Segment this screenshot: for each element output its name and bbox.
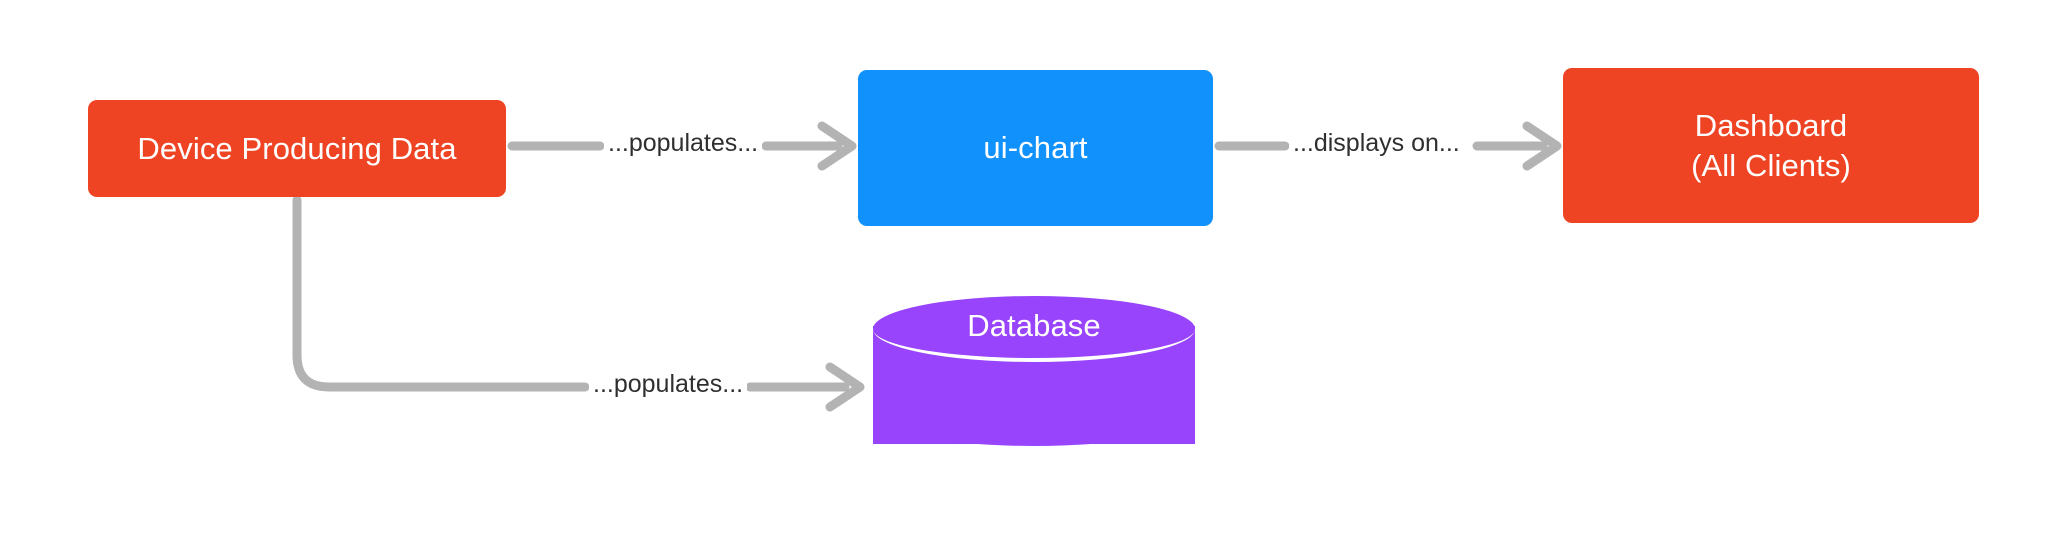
node-device-producing-data[interactable]: Device Producing Data bbox=[88, 100, 506, 197]
arrowhead-icon-device-to-database bbox=[825, 362, 865, 412]
edge-label-uichart-to-dashboard: ...displays on... bbox=[1289, 131, 1464, 156]
node-database[interactable]: Database bbox=[873, 296, 1195, 471]
node-device-label: Device Producing Data bbox=[137, 130, 457, 166]
edge-line-device-to-database bbox=[292, 195, 590, 392]
edge-uichart-to-dashboard bbox=[1214, 121, 1562, 171]
edge-device-to-uichart bbox=[507, 121, 857, 171]
node-database-label: Database bbox=[967, 308, 1101, 343]
cylinder-top-ellipse bbox=[873, 296, 1195, 362]
edge-label-device-to-database: ...populates... bbox=[589, 372, 748, 397]
arrowhead-icon-uichart-to-dashboard bbox=[1522, 121, 1562, 171]
node-dashboard[interactable]: Dashboard (All Clients) bbox=[1563, 68, 1979, 223]
node-dashboard-label-line1: Dashboard bbox=[1694, 107, 1848, 143]
node-ui-chart[interactable]: ui-chart bbox=[858, 70, 1213, 226]
edge-device-to-database bbox=[292, 195, 865, 412]
edge-label-device-to-uichart: ...populates... bbox=[604, 131, 763, 156]
node-dashboard-label-line2: (All Clients) bbox=[1691, 147, 1851, 183]
database-cylinder-icon bbox=[873, 296, 1195, 471]
cylinder-bottom-ellipse bbox=[873, 384, 1195, 446]
arrowhead-icon-device-to-uichart bbox=[817, 121, 857, 171]
node-ui-chart-label: ui-chart bbox=[983, 130, 1088, 166]
